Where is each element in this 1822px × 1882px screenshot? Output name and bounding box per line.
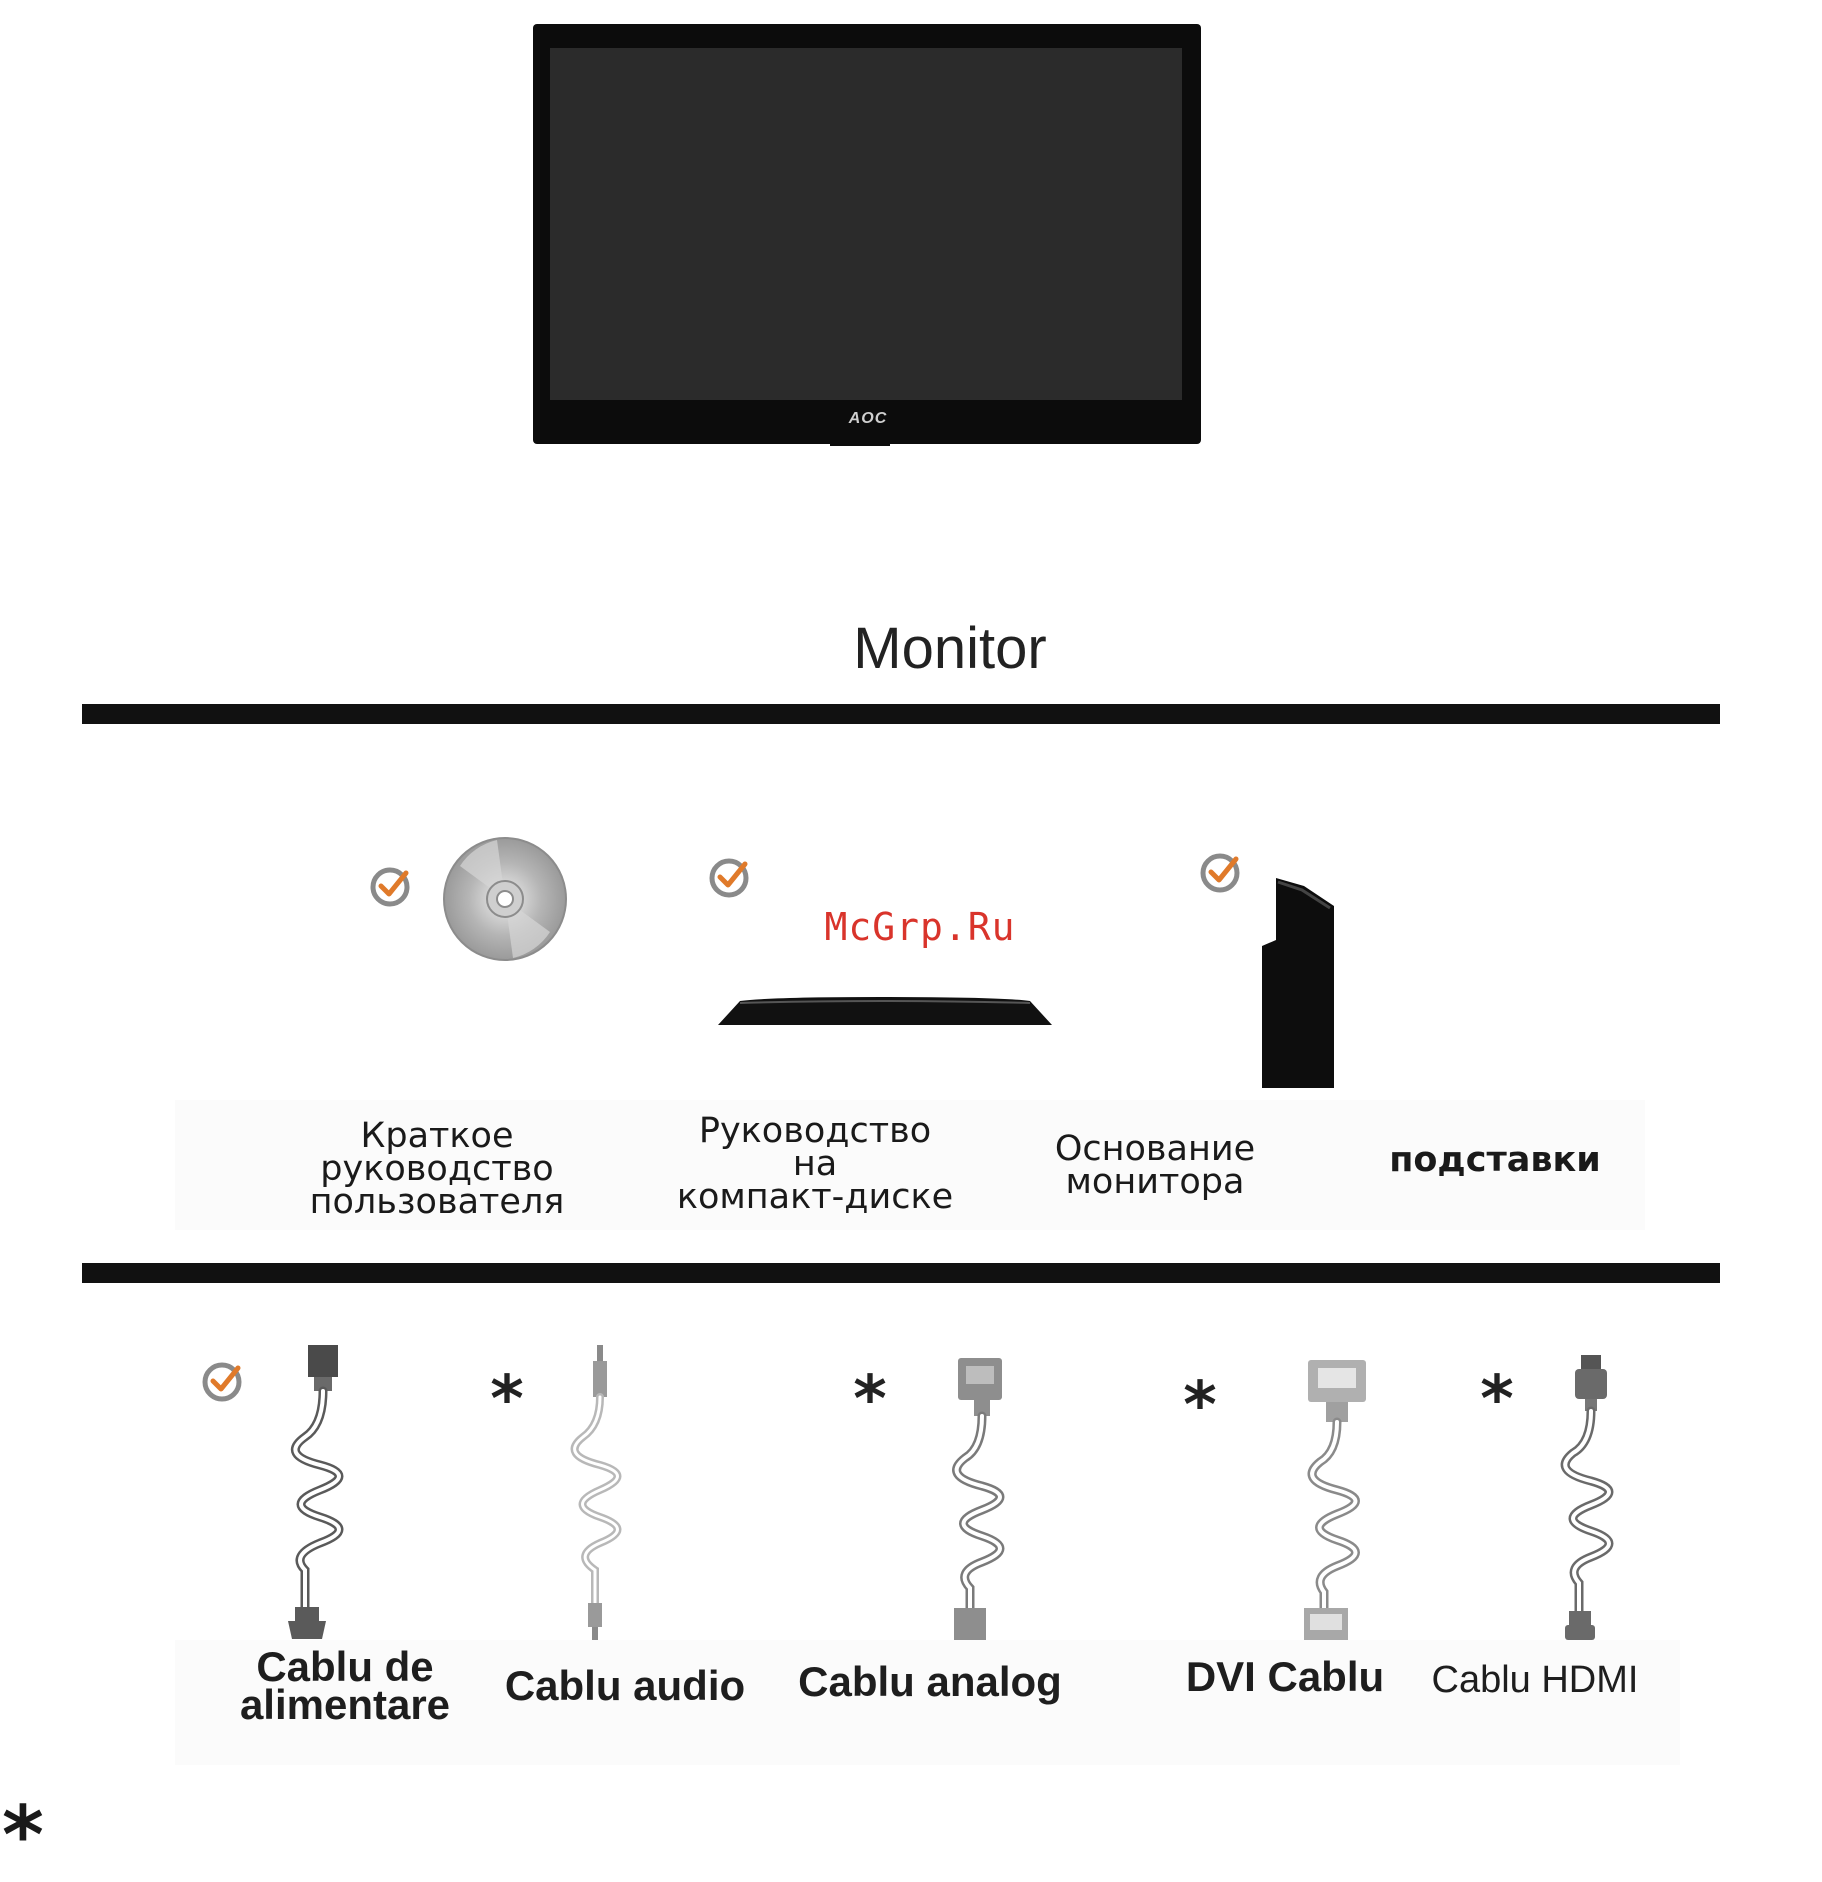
vga-cable-icon <box>930 1358 1030 1640</box>
cable-label-power: Cablu de alimentare <box>210 1648 480 1724</box>
brand-logo: AOC <box>838 410 898 428</box>
star-mark: * <box>845 1368 895 1432</box>
accessory-label-monitor-base: Основание монитора <box>1020 1133 1290 1199</box>
check-icon <box>707 854 753 900</box>
check-icon <box>1198 849 1244 895</box>
cable-label-audio: Cablu audio <box>480 1667 770 1705</box>
cd-disc-icon <box>442 836 568 962</box>
stand-neck-icon <box>1258 878 1338 1088</box>
check-icon <box>368 863 414 909</box>
cable-label-dvi: DVI Cablu <box>1170 1658 1400 1696</box>
audio-cable-icon <box>555 1345 645 1640</box>
star-mark: * <box>1472 1368 1522 1432</box>
accessory-label-cd-manual: Руководство на компакт-диске <box>660 1115 970 1214</box>
footnote-star: * <box>2 1796 44 1876</box>
divider-top <box>82 704 1720 724</box>
divider-bottom <box>82 1263 1720 1283</box>
monitor-notch <box>830 440 890 446</box>
star-mark: * <box>482 1368 532 1432</box>
accessory-label-quick-guide: Краткое руководство пользователя <box>282 1120 592 1219</box>
power-cable-icon <box>270 1345 370 1640</box>
dvi-cable-icon <box>1290 1360 1390 1640</box>
check-icon <box>200 1358 246 1404</box>
monitor-screen <box>550 48 1182 400</box>
section-title: Monitor <box>700 615 1200 682</box>
watermark-text: McGrp.Ru <box>760 905 1080 949</box>
hdmi-cable-icon <box>1545 1355 1635 1640</box>
cable-label-analog: Cablu analog <box>775 1663 1085 1701</box>
accessory-label-stand: подставки <box>1370 1144 1620 1177</box>
cable-label-hdmi: Cablu HDMI <box>1415 1661 1655 1699</box>
monitor-base-icon <box>710 995 1055 1029</box>
star-mark: * <box>1175 1374 1225 1438</box>
